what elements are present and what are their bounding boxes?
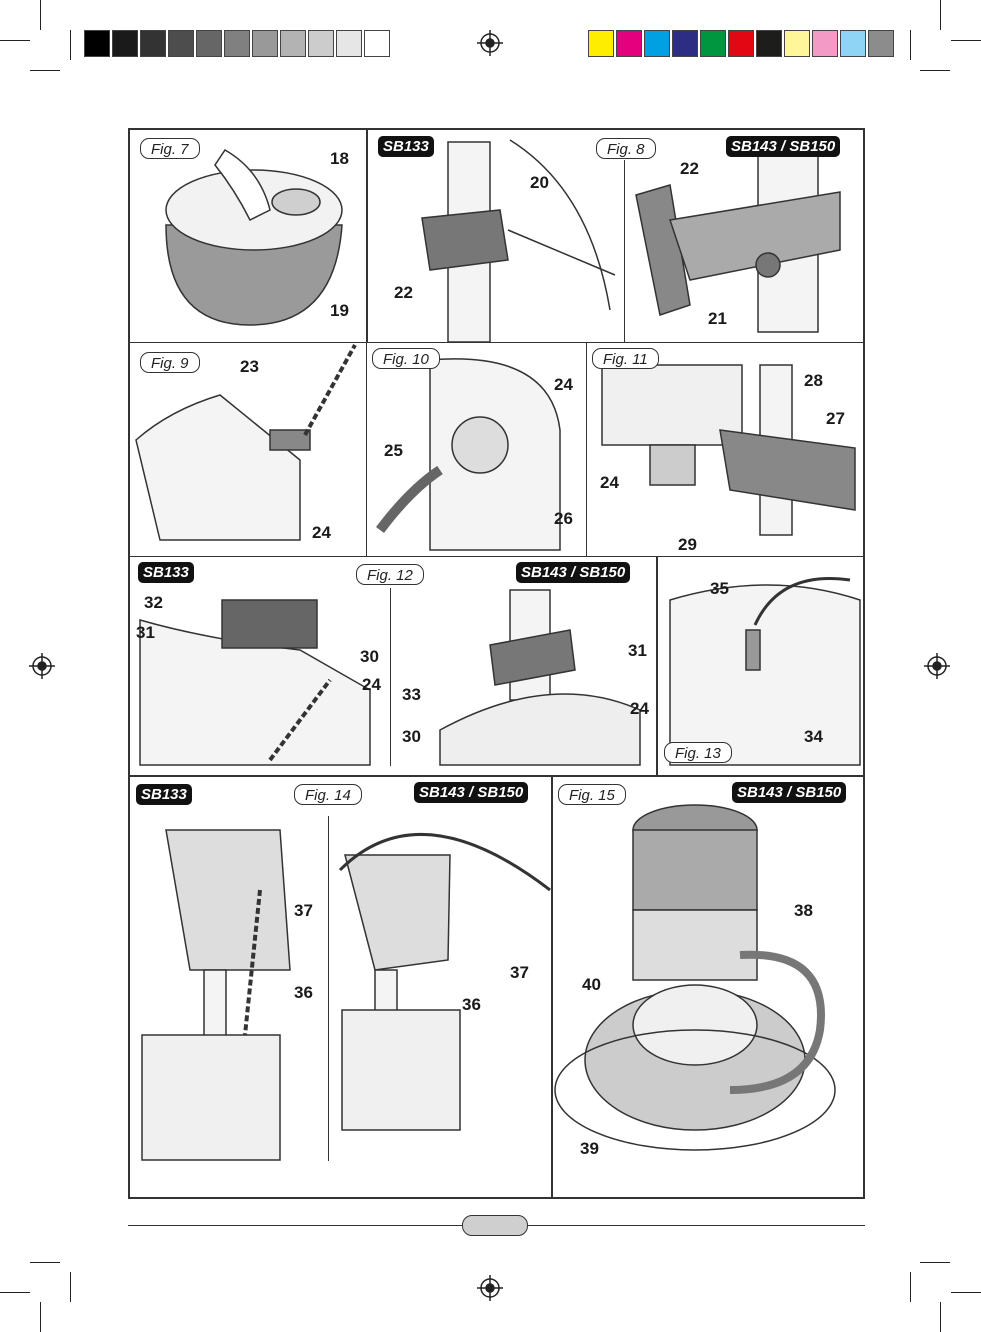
- color-swatch: [336, 30, 362, 57]
- fig-10-label: Fig. 10: [372, 348, 440, 369]
- fig-8-label: Fig. 8: [596, 138, 656, 159]
- illustrations: [130, 130, 867, 1201]
- color-swatch: [112, 30, 138, 57]
- callout-number: 34: [804, 728, 823, 746]
- color-swatch: [252, 30, 278, 57]
- color-swatch: [308, 30, 334, 57]
- callout-number: 33: [402, 686, 421, 704]
- callout-number: 20: [530, 174, 549, 192]
- callout-number: 18: [330, 150, 349, 168]
- callout-number: 24: [312, 524, 331, 542]
- panel-divider: [130, 556, 863, 557]
- callout-number: 24: [600, 474, 619, 492]
- panel-divider: [366, 343, 367, 556]
- callout-number: 24: [362, 676, 381, 694]
- fig-13-label: Fig. 13: [664, 742, 732, 763]
- callout-number: 37: [294, 902, 313, 920]
- chain-fix-drawing: [142, 830, 290, 1160]
- model-badge: SB143 / SB150: [732, 782, 846, 803]
- callout-number: 35: [710, 580, 729, 598]
- color-swatch: [616, 30, 642, 57]
- color-swatch: [840, 30, 866, 57]
- fig-11-label: Fig. 11: [592, 348, 659, 369]
- callout-number: 30: [360, 648, 379, 666]
- color-swatch: [868, 30, 894, 57]
- color-swatch: [784, 30, 810, 57]
- valve-drawing: [670, 578, 860, 765]
- callout-number: 22: [394, 284, 413, 302]
- callout-number: 27: [826, 410, 845, 428]
- callout-number: 26: [554, 510, 573, 528]
- panel-divider: [328, 816, 329, 1161]
- color-swatch: [140, 30, 166, 57]
- fig-7-label: Fig. 7: [140, 138, 200, 159]
- callout-number: 24: [554, 376, 573, 394]
- tank-attach-drawing: [440, 590, 640, 765]
- hose-connection-drawing: [140, 600, 370, 765]
- page-number-tab: [462, 1215, 528, 1236]
- model-badge: SB143 / SB150: [414, 782, 528, 803]
- panel-divider: [130, 342, 863, 343]
- callout-number: 39: [580, 1140, 599, 1158]
- fig-15-label: Fig. 15: [558, 784, 626, 805]
- model-badge: SB143 / SB150: [726, 136, 840, 157]
- callout-number: 19: [330, 302, 349, 320]
- color-swatch: [756, 30, 782, 57]
- panel-divider: [390, 588, 391, 766]
- handle-clamp-drawing: [422, 140, 615, 342]
- callout-number: 32: [144, 594, 163, 612]
- callout-number: 31: [136, 624, 155, 642]
- callout-number: 28: [804, 372, 823, 390]
- callout-number: 21: [708, 310, 727, 328]
- fig-9-label: Fig. 9: [140, 352, 200, 373]
- callout-number: 36: [462, 996, 481, 1014]
- callout-number: 31: [628, 642, 647, 660]
- model-badge: SB133: [138, 562, 194, 583]
- callout-number: 22: [680, 160, 699, 178]
- color-swatch: [364, 30, 390, 57]
- color-swatch: [644, 30, 670, 57]
- callout-number: 25: [384, 442, 403, 460]
- tank-mounting-drawing: [602, 365, 855, 535]
- panel-divider: [366, 130, 368, 343]
- color-swatch: [168, 30, 194, 57]
- model-badge: SB143 / SB150: [516, 562, 630, 583]
- model-badge: SB133: [378, 136, 434, 157]
- fig-14-label: Fig. 14: [294, 784, 362, 805]
- callout-number: 37: [510, 964, 529, 982]
- color-swatch: [700, 30, 726, 57]
- panel-divider: [586, 343, 587, 556]
- chain-fix-drawing-alt: [340, 834, 550, 1130]
- model-badge: SB133: [136, 784, 192, 805]
- figure-frame: Fig. 7 18 19 SB133 Fig. 8 SB143 / SB150 …: [128, 128, 865, 1199]
- color-swatch: [728, 30, 754, 57]
- callout-number: 40: [582, 976, 601, 994]
- callout-number: 24: [630, 700, 649, 718]
- tank-bracket-drawing: [636, 142, 840, 332]
- callout-number: 38: [794, 902, 813, 920]
- fig-12-label: Fig. 12: [356, 564, 424, 585]
- panel-divider: [624, 160, 625, 343]
- panel-divider: [656, 557, 658, 775]
- color-swatch: [672, 30, 698, 57]
- callout-number: 30: [402, 728, 421, 746]
- callout-number: 29: [678, 536, 697, 554]
- color-swatch: [588, 30, 614, 57]
- color-swatch: [224, 30, 250, 57]
- color-swatch: [84, 30, 110, 57]
- tank-cap-drawing: [380, 359, 560, 550]
- callout-number: 36: [294, 984, 313, 1002]
- panel-divider: [551, 777, 553, 1197]
- callout-number: 23: [240, 358, 259, 376]
- color-swatch: [812, 30, 838, 57]
- panel-divider: [130, 775, 863, 777]
- brush-disc-drawing: [166, 150, 342, 325]
- color-swatch: [280, 30, 306, 57]
- color-swatch: [196, 30, 222, 57]
